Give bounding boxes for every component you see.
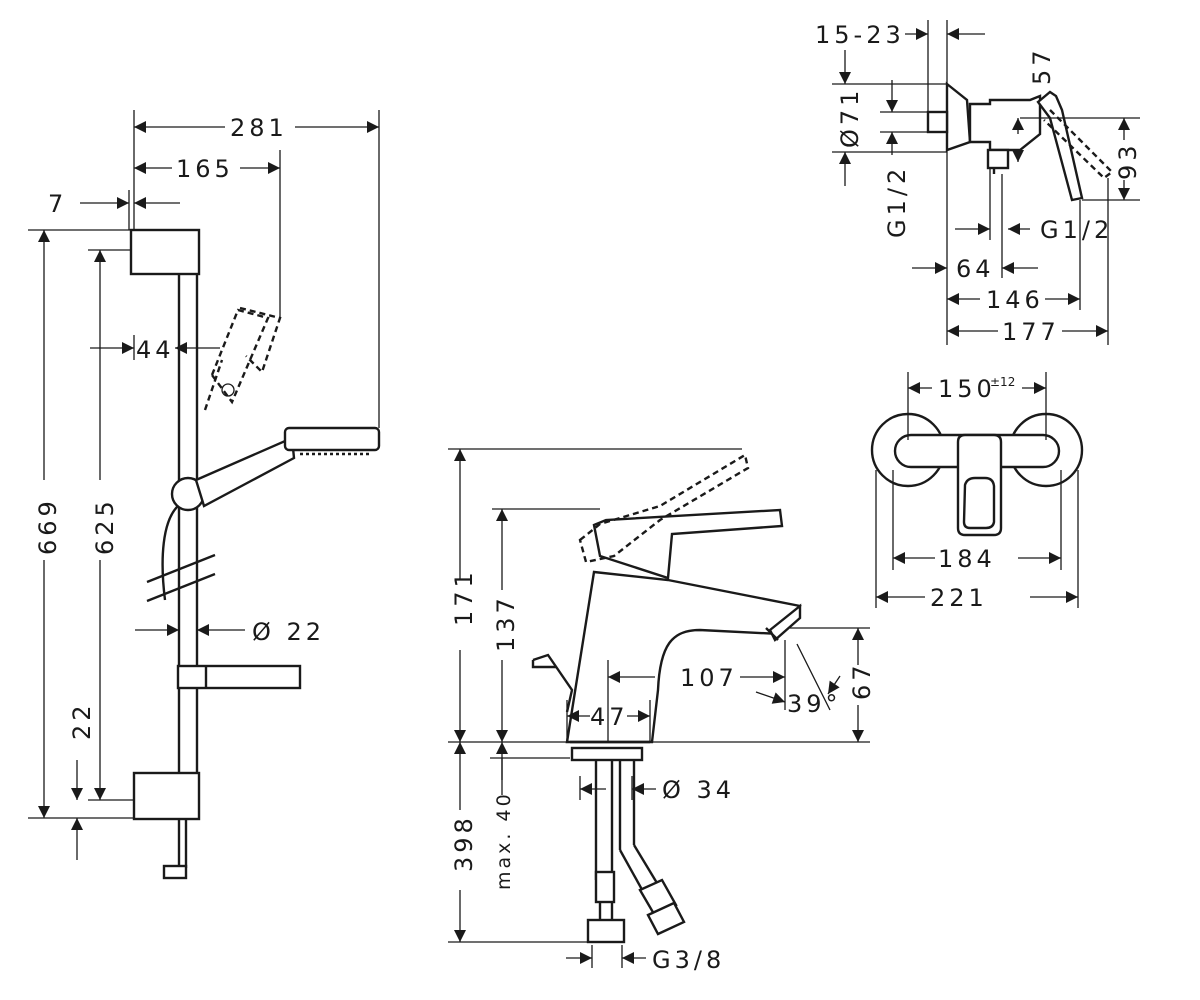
dim-15-23: 15-23: [815, 21, 905, 49]
dim-93: 93: [1114, 141, 1142, 180]
dim-rail-diameter: Ø 22: [252, 618, 325, 646]
shower-rail-drawing: 281 165 7 44 669 625 22: [28, 110, 381, 880]
dim-165: 165: [176, 155, 234, 183]
bottom-bracket: [132, 771, 201, 821]
connector-nut: [586, 918, 626, 944]
dim-177: 177: [1002, 318, 1060, 346]
dim-g12-left: G1/2: [883, 165, 911, 238]
dim-g38: G3/8: [652, 946, 725, 974]
dim-221: 221: [930, 584, 988, 612]
dim-398: 398: [450, 814, 478, 872]
dim-184: 184: [938, 545, 996, 573]
dim-67: 67: [848, 661, 876, 700]
dim-39-deg: 39°: [787, 690, 842, 718]
shower-mixer-front-drawing: 150 ±12 184 221: [870, 372, 1084, 612]
dim-44: 44: [136, 336, 175, 364]
dim-137: 137: [492, 594, 520, 652]
dim-base-diameter: Ø 34: [662, 776, 735, 804]
dim-64: 64: [956, 255, 995, 283]
dim-7: 7: [48, 190, 67, 218]
dim-22: 22: [68, 701, 96, 740]
dim-171: 171: [450, 568, 478, 626]
basin-mixer-drawing: 171 137 107 47 39° 67 Ø 34: [448, 448, 876, 974]
dim-rosette-diameter: Ø71: [836, 87, 864, 148]
hand-shower-head: [283, 426, 381, 452]
dim-57: 57: [1028, 46, 1056, 85]
dim-146: 146: [986, 286, 1044, 314]
dim-47: 47: [590, 703, 629, 731]
dim-150: 150: [938, 375, 996, 403]
dim-625: 625: [91, 497, 119, 555]
top-bracket: [129, 228, 201, 276]
dim-281: 281: [230, 114, 288, 142]
shower-mixer-side-drawing: 15-23 Ø71 57 93 G1/2 G1/2 64: [815, 20, 1142, 346]
dim-107: 107: [680, 664, 738, 692]
mixer-lever-front: [956, 433, 1003, 537]
dim-669: 669: [34, 497, 62, 555]
dim-g12-right: G1/2: [1040, 216, 1113, 244]
dim-150-tolerance: ±12: [990, 375, 1015, 389]
dim-max-40: max. 40: [493, 791, 515, 890]
soap-dish: [176, 664, 302, 690]
